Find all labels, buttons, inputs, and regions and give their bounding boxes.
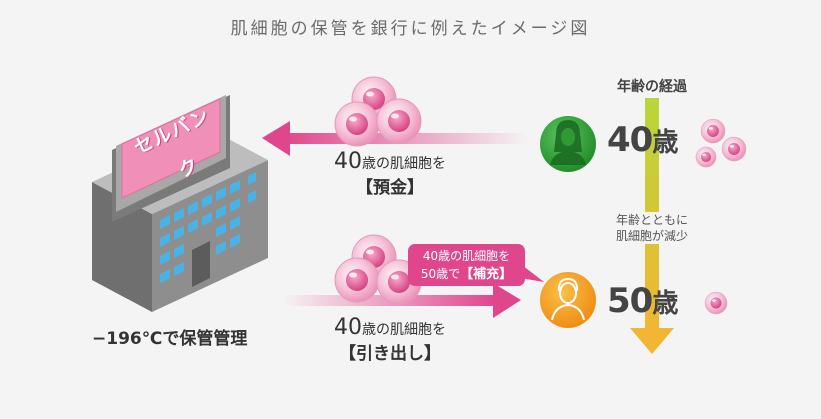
timeline-note-line1: 年齢とともに <box>615 213 688 227</box>
withdraw-line1: 40歳の肌細胞を <box>334 315 446 340</box>
withdraw-line2: 【引き出し】 <box>339 344 441 364</box>
building-icon <box>92 95 268 312</box>
deposit-line2: 【預金】 <box>356 178 424 198</box>
deposit-line1: 40歳の肌細胞を <box>334 149 446 174</box>
avatar-40 <box>540 116 596 172</box>
cell-icon <box>334 257 380 303</box>
age-50-label: 50歳 <box>607 281 678 321</box>
timeline-note-line2: 肌細胞が減少 <box>615 229 688 243</box>
bubble-line1: 40歳の肌細胞を <box>422 249 511 263</box>
cells-50 <box>704 291 728 315</box>
cell-icon <box>695 146 717 168</box>
timeline-heading: 年齢の経過 <box>617 79 687 95</box>
cell-icon <box>376 98 422 144</box>
withdraw-label: 40歳の肌細胞を 【引き出し】 <box>300 316 480 366</box>
cell-icon <box>334 101 380 147</box>
bubble-line2: 50歳で【補充】 <box>420 267 513 282</box>
cell-icon <box>704 291 728 315</box>
replenish-bubble-text: 40歳の肌細胞を 50歳で【補充】 <box>408 247 525 284</box>
cells-40 <box>695 118 747 168</box>
timeline-note: 年齢とともに 肌細胞が減少 <box>606 212 698 244</box>
avatar-50 <box>540 272 596 328</box>
diagram-title: 肌細胞の保管を銀行に例えたイメージ図 <box>230 19 591 39</box>
deposit-label: 40歳の肌細胞を 【預金】 <box>300 150 480 200</box>
replenish-bubble <box>408 244 544 286</box>
woman-outline-icon <box>551 277 585 321</box>
cell-icon <box>700 118 726 144</box>
age-40-label: 40歳 <box>607 120 678 160</box>
storage-caption: −196℃で保管管理 <box>92 329 248 349</box>
cell-icon <box>721 136 747 162</box>
